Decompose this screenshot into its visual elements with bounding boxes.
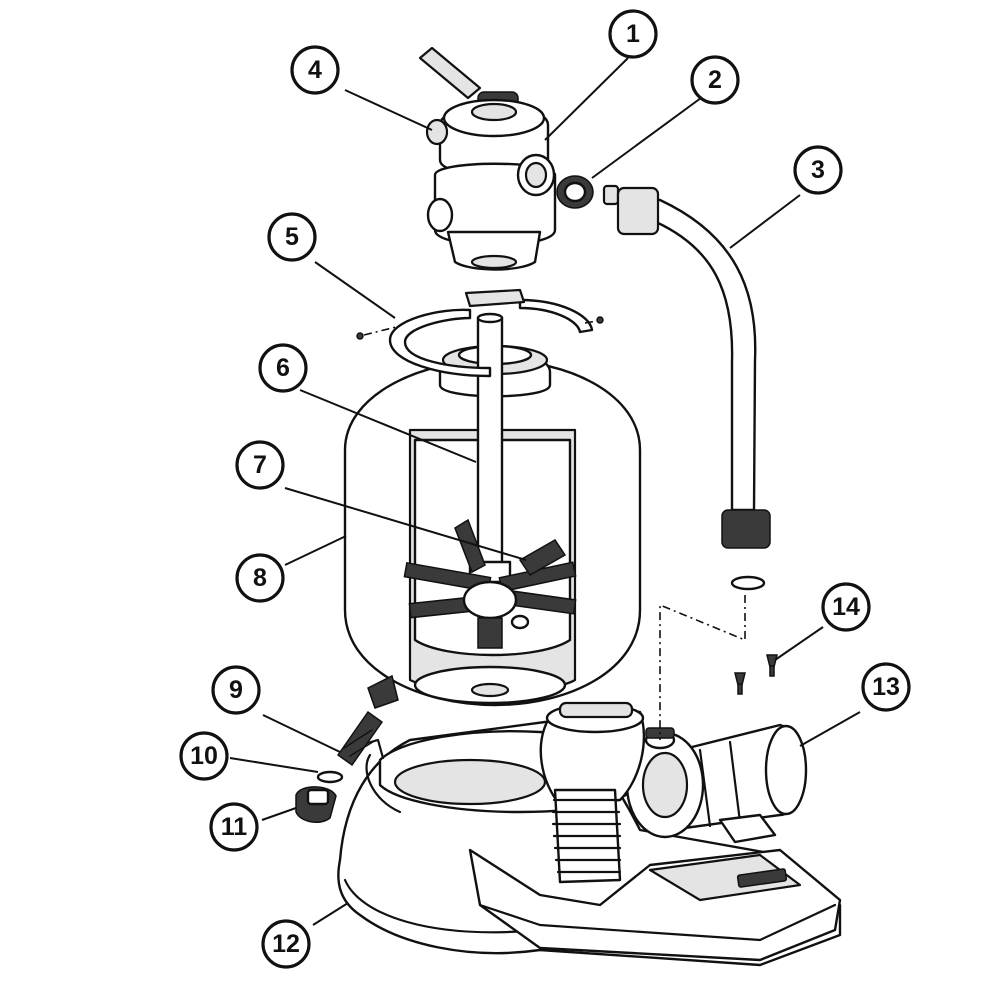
svg-text:12: 12 — [272, 930, 300, 958]
callout-2: 2 — [690, 55, 740, 105]
callout-6: 6 — [258, 343, 308, 393]
callout-14: 14 — [821, 582, 871, 632]
mounting-screws — [734, 654, 778, 695]
callout-3: 3 — [793, 145, 843, 195]
drain-cap — [295, 786, 337, 824]
drain-adapter — [336, 710, 384, 767]
pump-motor — [539, 701, 808, 884]
leader-lines — [229, 57, 861, 926]
svg-text:11: 11 — [221, 813, 248, 841]
tank-clamp — [356, 288, 604, 378]
callout-9: 9 — [211, 665, 261, 715]
drain-o-ring — [316, 770, 344, 784]
callout-8: 8 — [235, 553, 285, 603]
return-hose — [616, 186, 771, 591]
svg-text:6: 6 — [276, 354, 290, 382]
hose-union — [556, 175, 620, 209]
svg-text:3: 3 — [811, 156, 825, 184]
callout-12: 12 — [261, 919, 311, 969]
svg-text:1: 1 — [626, 20, 640, 48]
svg-text:9: 9 — [229, 676, 243, 704]
svg-text:5: 5 — [285, 223, 299, 251]
svg-text:13: 13 — [872, 673, 900, 701]
assembly-connector-line — [659, 595, 746, 740]
callout-13: 13 — [861, 662, 911, 712]
pump-corrugated-hose — [551, 788, 622, 884]
svg-text:2: 2 — [708, 66, 722, 94]
svg-text:7: 7 — [253, 451, 267, 479]
svg-text:4: 4 — [308, 56, 322, 84]
standpipe — [468, 312, 512, 590]
callout-1: 1 — [608, 9, 658, 59]
multiport-valve — [418, 46, 557, 271]
callout-5: 5 — [267, 212, 317, 262]
laterals — [403, 518, 577, 649]
svg-text:14: 14 — [832, 593, 860, 621]
callout-7: 7 — [235, 440, 285, 490]
svg-text:8: 8 — [253, 564, 267, 592]
svg-text:10: 10 — [190, 742, 218, 770]
callout-4: 4 — [290, 45, 340, 95]
callout-11: 11 — [209, 802, 259, 852]
callout-10: 10 — [179, 731, 229, 781]
